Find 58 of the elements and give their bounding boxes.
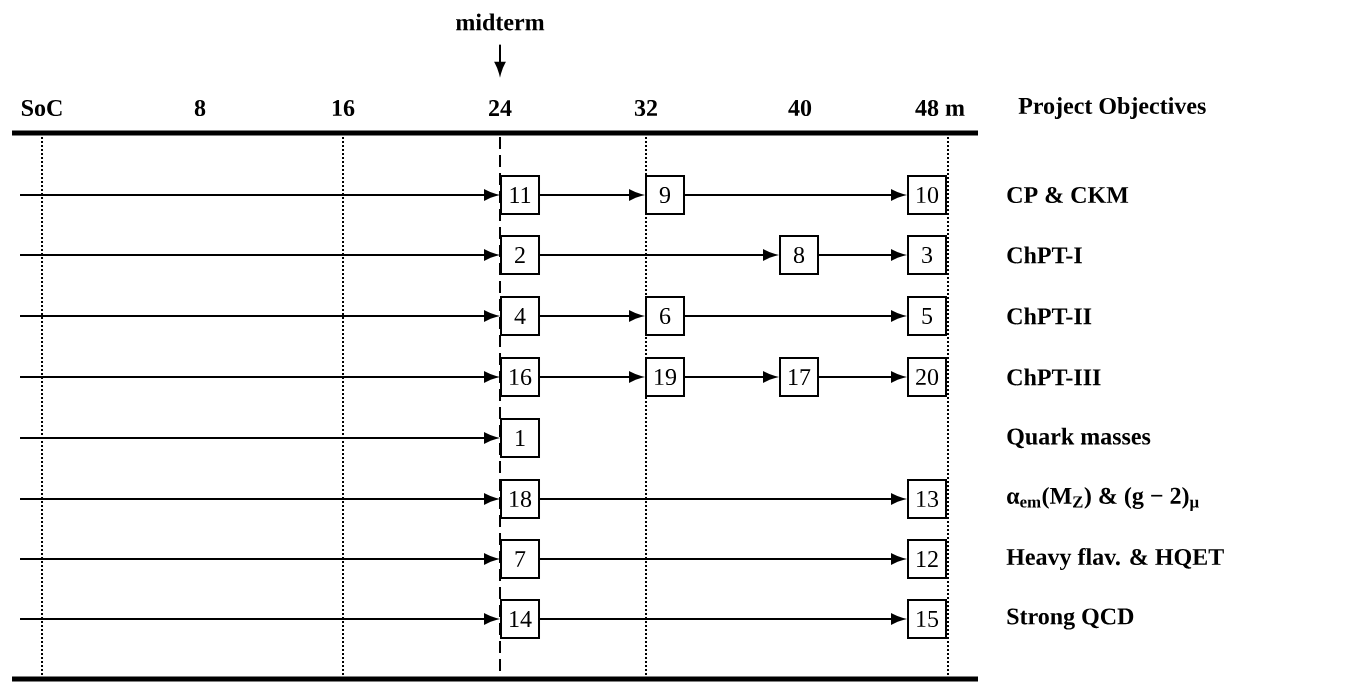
arrow: [19, 613, 497, 625]
arrow: [539, 613, 904, 625]
arrow: [818, 249, 904, 261]
task-box: 14: [500, 599, 540, 639]
arrow: [19, 310, 497, 322]
task-box: 13: [907, 479, 947, 519]
objective-label: Strong QCD: [1007, 608, 1134, 630]
marker-label: midterm: [456, 13, 545, 31]
task-box: 19: [645, 357, 685, 397]
task-box: 8: [779, 235, 819, 275]
arrow: [539, 189, 642, 201]
arrow: [19, 553, 497, 565]
axis-label: 16: [332, 99, 355, 117]
axis-label: 48 m: [915, 99, 965, 117]
arrow: [19, 249, 497, 261]
task-box: 20: [907, 357, 947, 397]
task-box: 2: [500, 235, 540, 275]
axis-label: 40: [788, 99, 812, 117]
axis-label: SoC: [21, 99, 62, 117]
task-box: 3: [907, 235, 947, 275]
objective-label: ChPT-III: [1007, 368, 1101, 386]
arrow: [818, 371, 904, 383]
task-box: 5: [907, 296, 947, 336]
task-box: 4: [500, 296, 540, 336]
task-box: 12: [907, 539, 947, 579]
arrow: [539, 553, 904, 565]
axis-label: 8: [194, 99, 206, 117]
objective-label: Heavy flav. & HQET: [1006, 547, 1224, 571]
task-box: 11: [500, 175, 540, 215]
objective-label: ChPT-II: [1007, 307, 1092, 325]
task-box: 15: [907, 599, 947, 639]
task-box: 10: [907, 175, 947, 215]
arrow: [19, 493, 497, 505]
axis-label: 32: [634, 99, 657, 117]
arrow: [539, 371, 642, 383]
arrow: [539, 249, 776, 261]
task-box: 18: [500, 479, 540, 519]
task-box: 7: [500, 539, 540, 579]
objective-label: Quark masses: [1007, 427, 1151, 449]
arrow: [539, 310, 642, 322]
arrow: [19, 371, 497, 383]
task-box: 1: [500, 418, 540, 458]
arrow: [494, 43, 506, 75]
arrow: [684, 189, 904, 201]
objective-label: ChPT-I: [1007, 246, 1082, 264]
objective-label: CP & CKM: [1007, 186, 1129, 204]
column-heading: Project Objectives: [1018, 97, 1206, 119]
arrow: [19, 189, 497, 201]
arrow: [539, 493, 904, 505]
task-box: 6: [645, 296, 685, 336]
task-box: 17: [779, 357, 819, 397]
objective-label: α$_{em}$(M$_{Z}$) & (g − 2)$_{μ}$: [1007, 487, 1199, 511]
arrow: [684, 310, 904, 322]
task-box: 9: [645, 175, 685, 215]
arrow: [19, 432, 497, 444]
axis-label: 24: [489, 100, 512, 116]
arrow: [684, 371, 776, 383]
task-box: 16: [500, 357, 540, 397]
